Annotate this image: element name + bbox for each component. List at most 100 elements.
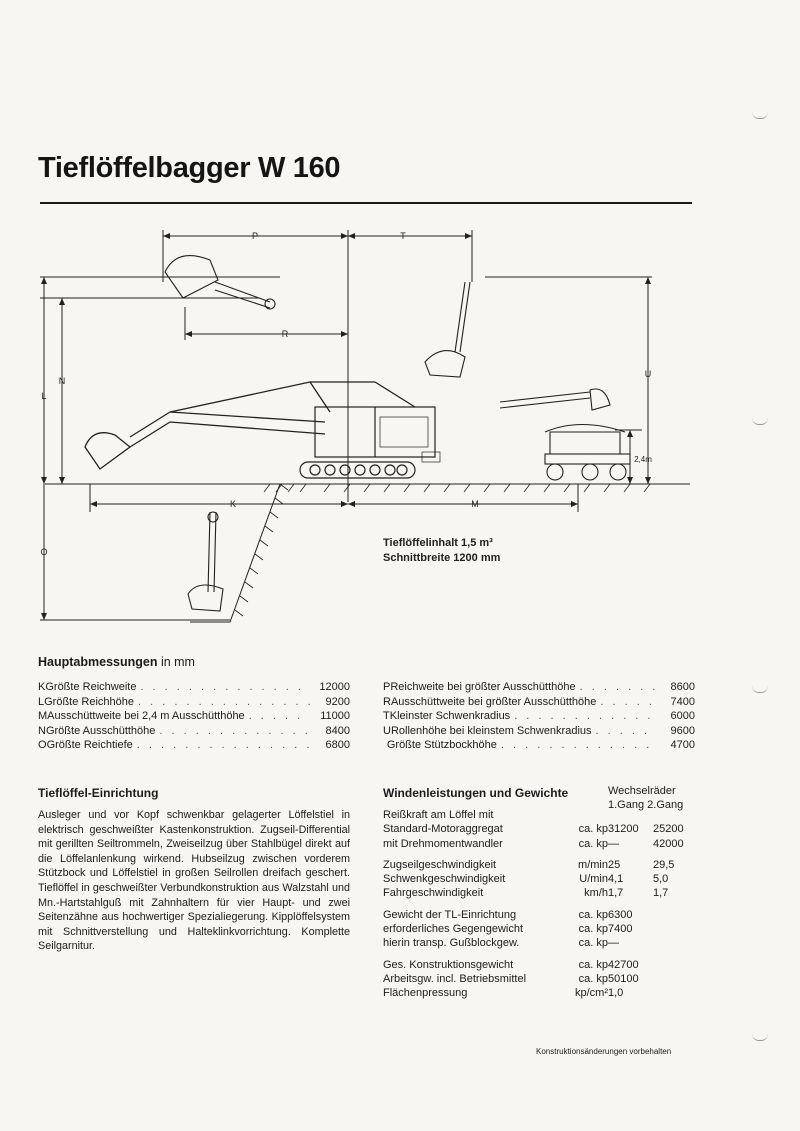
winden-heading: Windenleistungen und Gewichte [383,786,569,800]
tieffloeffel-heading: Tieflöffel-Einrichtung [38,786,159,800]
gear-column-header: Wechselräder 1.Gang 2.Gang [608,784,683,812]
gear-header-line2: 1.Gang 2.Gang [608,799,684,811]
winden-label: Schwenkgeschwindigkeit [383,873,506,886]
winden-row: hierin transp. Gußblockgew.ca. kp— [383,936,703,950]
winden-table: Reißkraft am Löffel mit Standard-Motorag… [383,808,703,1008]
winden-gear1: 6300 [608,908,633,921]
leader-dots [592,724,655,739]
winden-unit: ca. kp [578,837,608,850]
dim-label-P: P [252,231,258,241]
winden-unit: ca. kp [578,972,608,985]
dim-label-N: N [59,376,66,386]
dim-label-U: U [645,369,652,379]
dim-letter: K [38,681,46,693]
winden-unit: U/min [579,873,608,886]
dimensions-heading-bold: Hauptabmessungen [38,655,158,669]
ground-hatch [263,483,651,493]
dim-value: 8400 [325,724,350,737]
dim-letter: L [38,695,45,708]
leader-dots [596,695,655,710]
dim-value: 4700 [670,739,695,752]
leader-dots [136,680,310,695]
footer-note: Konstruktionsänderungen vorbehalten [536,1047,672,1056]
boom [84,381,416,470]
winden-gear2 [653,986,698,1000]
winden-gear1: — [608,837,619,850]
dim-label: Größte Reichtiefe [46,739,133,752]
truck [499,388,631,481]
leader-dots [510,709,655,724]
leader-dots [576,680,655,695]
dump-bucket [424,281,471,378]
leader-dots [245,709,310,724]
winden-gear2 [653,908,698,922]
dim-value: 6000 [670,710,695,723]
dim-label: Ausschüttweite bei 2,4 m Ausschütthöhe [47,710,245,723]
winden-row: Reißkraft am Löffel mit [383,808,703,822]
dim-label-M: M [471,499,479,509]
winden-gear1: 7400 [608,923,633,936]
dim-label-R: R [282,329,289,339]
pit-slope [190,483,281,623]
dim-label: Größte Ausschütthöhe [45,724,156,737]
winden-gear2: 42000 [653,837,684,850]
winden-gear1: 50100 [608,972,639,985]
winden-gear2 [653,958,698,972]
dim-label: Rollenhöhe bei kleinstem Schwenkradius [390,724,592,737]
excavator-diagram: P T R L N U K M O 2,4m [40,230,690,623]
excavator-body [299,406,441,479]
leader-dots [134,695,310,710]
edge-mark [752,1034,768,1041]
dim-label: Größte Stützbockhöhe [386,739,497,752]
winden-gear2 [653,808,698,822]
winden-gear2 [653,936,698,950]
dim-letter: M [38,710,48,723]
winden-label: Fahrgeschwindigkeit [383,887,484,900]
winden-label: Standard-Motoraggregat [383,823,503,836]
page-title: Tieflöffelbagger W 160 [38,152,341,184]
dim-value: 12000 [319,681,350,693]
figure-caption-width: Schnittbreite 1200 mm [383,552,501,564]
gear-header-line1: Wechselräder [608,785,676,797]
dim-value: 9600 [670,724,695,737]
winden-group: Reißkraft am Löffel mit Standard-Motorag… [383,808,703,851]
winden-label: Arbeitsgw. incl. Betriebsmittel [383,972,527,985]
dim-letter: R [383,695,391,708]
winden-gear2 [653,922,698,936]
winden-gear1: 1,7 [608,887,624,900]
dim-value: 11000 [320,710,350,723]
dim-value: 9200 [325,695,350,708]
winden-label: erforderliches Gegengewicht [383,923,524,936]
winden-gear1: — [608,937,619,950]
winden-gear2 [653,972,698,986]
dimensions-heading: Hauptabmessungen in mm [38,655,195,669]
winden-gear2: 29,5 [653,858,675,871]
edge-mark [752,686,768,693]
winden-unit: km/h [584,887,608,900]
dim-label: Größte Reichweite [45,681,137,693]
dim-label-O: O [40,547,47,557]
winden-gear1 [608,808,653,822]
leader-dots [133,738,310,753]
dim-letter: O [38,739,47,752]
dim-value: 7400 [670,695,695,708]
winden-unit: kp/cm² [575,987,608,1000]
